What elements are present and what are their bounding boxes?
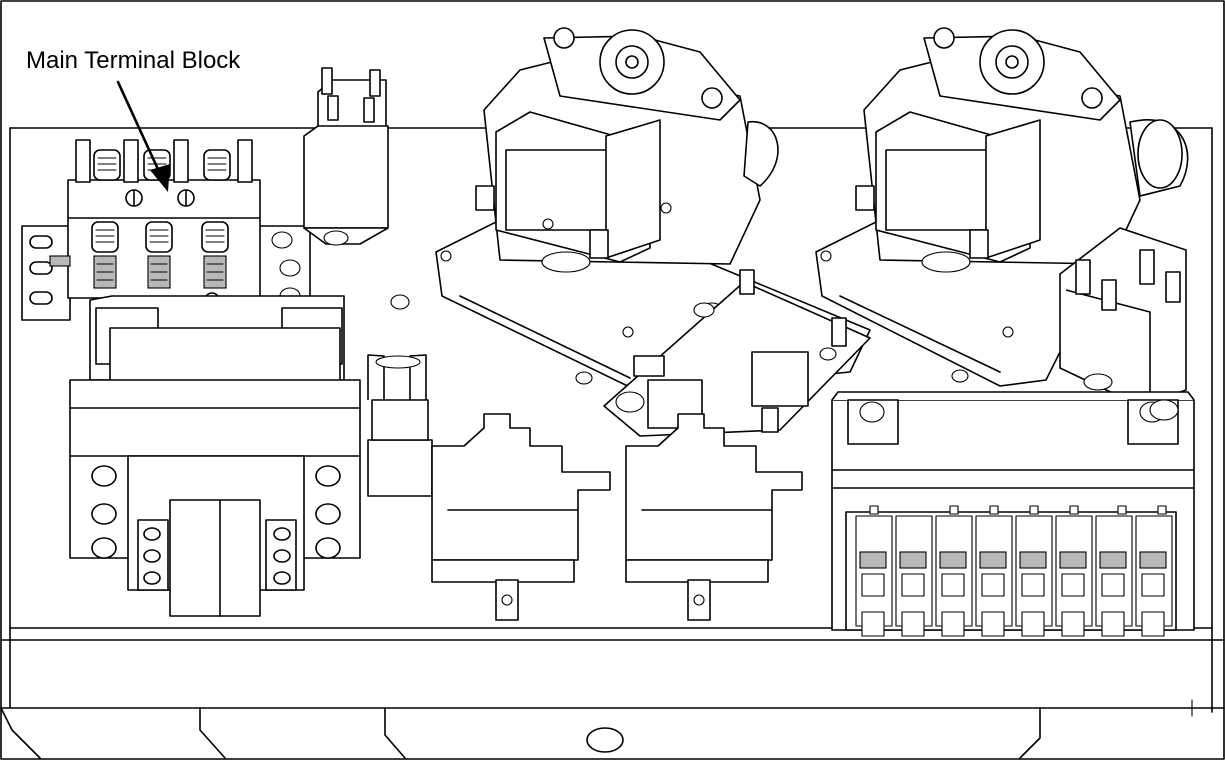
main-terminal-block-callout: Main Terminal Block (26, 47, 241, 192)
callout-label: Main Terminal Block (26, 47, 241, 74)
main-terminal-block (21, 139, 311, 321)
relay-center-right (625, 413, 803, 621)
small-relay (303, 67, 389, 246)
circuit-board (603, 269, 871, 437)
callout-arrow-shaft (116, 80, 164, 180)
transformer (69, 295, 361, 617)
timer-motor-right (815, 27, 1189, 387)
mounting-clip (367, 354, 433, 497)
timer-switch-assembly (831, 391, 1195, 637)
switch-columns (855, 505, 1173, 637)
callout-arrowhead-icon (150, 164, 170, 192)
panel-holes (390, 294, 1179, 421)
relay-center-left (431, 413, 611, 621)
relay-right (1059, 227, 1187, 407)
